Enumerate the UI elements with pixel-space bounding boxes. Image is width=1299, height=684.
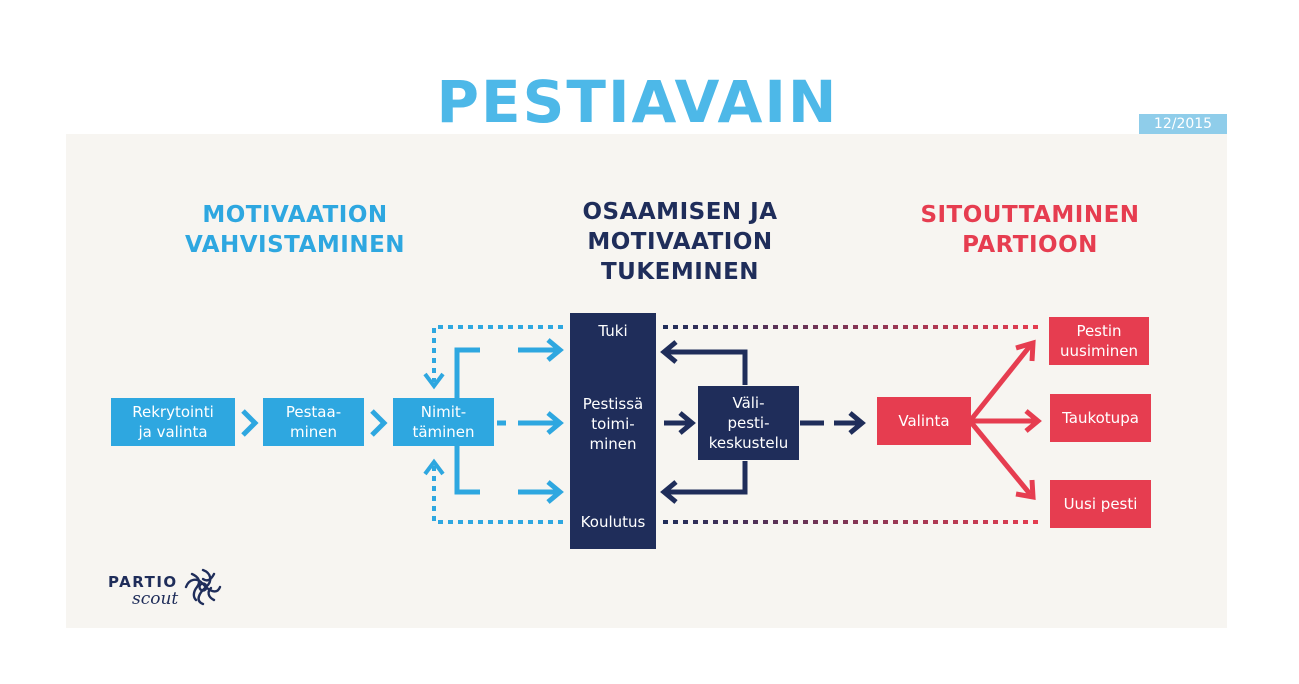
box-taukotupa: Taukotupa [1050,394,1151,442]
box-central-column [570,313,656,549]
dotted-loop-top [432,325,563,382]
label-pestissa-toimiminen: Pestissä toimi- minen [582,395,644,453]
heading-support: OSAAMISEN JA MOTIVAATION TUKEMINEN [582,199,778,285]
page-title: PESTIAVAIN [436,68,839,136]
dotted-loop-bottom [432,466,563,524]
label-koulutus: Koulutus [580,513,646,531]
branch-top [454,347,480,400]
box-valinta: Valinta [877,397,971,445]
box-uusi-pesti: Uusi pesti [1050,480,1151,528]
date-badge: 12/2015 [1139,114,1227,134]
heading-motivation: MOTIVAATION VAHVISTAMINEN [184,202,406,258]
box-pestin-uusiminen: Pestin uusiminen [1049,317,1149,365]
branch-bottom [454,446,480,495]
logo-partio: PARTIO [108,573,178,591]
box-rekrytointi: Rekrytointi ja valinta [111,398,235,446]
label-tuki: Tuki [598,322,628,340]
logo-scout: scout [132,589,179,609]
heading-commitment: SITOUTTAMINEN PARTIOON [920,202,1140,258]
box-nimittaminen: Nimit- täminen [393,398,494,446]
chevron-arrow-1 [241,409,259,437]
chevron-arrow-2 [370,409,388,437]
scout-emblem-icon [184,568,222,606]
box-pestaaminen: Pestaa- minen [263,398,364,446]
box-valipestikeskustelu: Väli- pesti- keskustelu [698,386,799,460]
